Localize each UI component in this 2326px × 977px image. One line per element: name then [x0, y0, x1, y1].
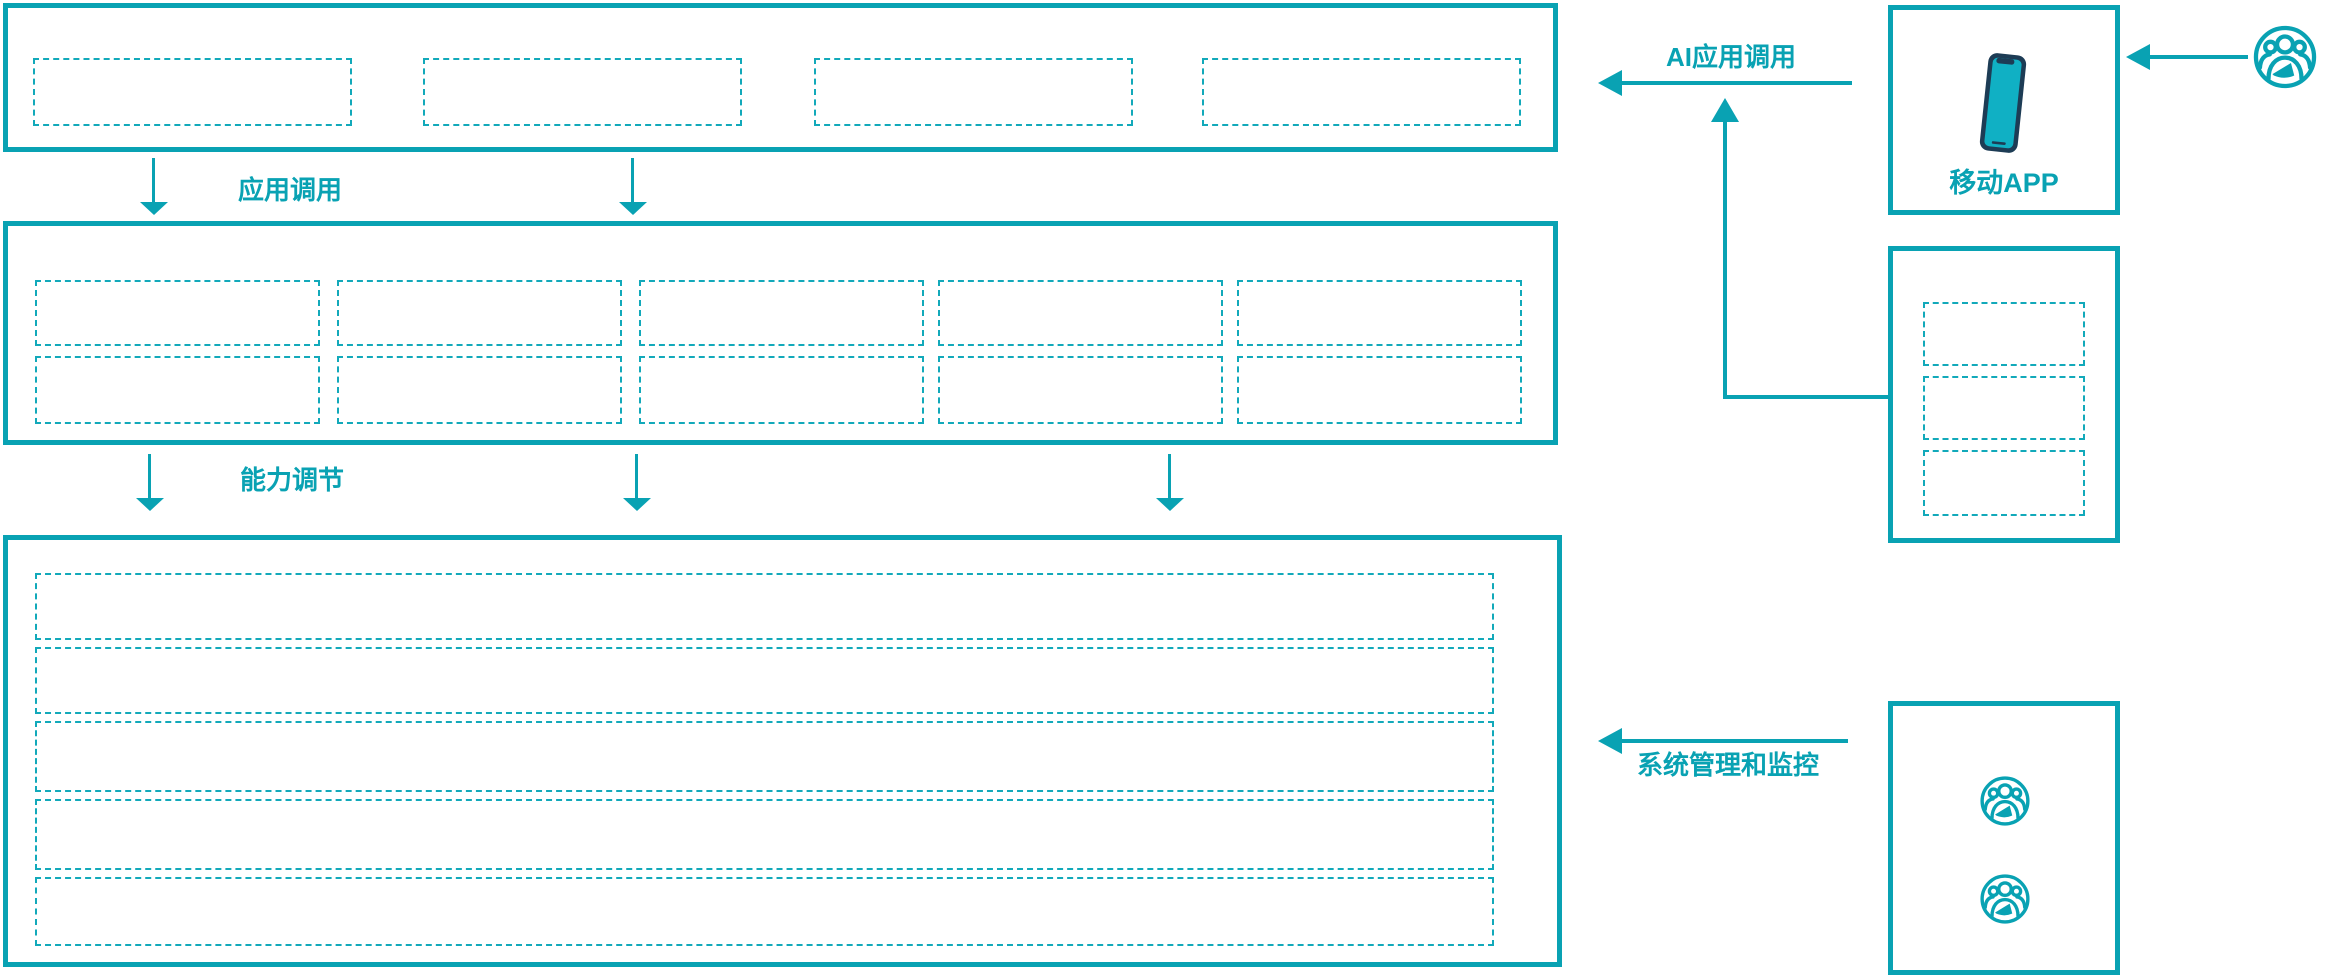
admin-monitor-box: [1888, 701, 2120, 975]
arrow-down-icon: [140, 202, 168, 215]
capability-arrow-line: [148, 454, 151, 498]
placeholder-row: [35, 877, 1494, 946]
users-group-icon: [2252, 24, 2318, 90]
ai-app-call-arrow-line: [1622, 81, 1852, 85]
placeholder-row: [35, 647, 1494, 714]
arrow-down-icon: [1156, 498, 1184, 511]
placeholder-box: [337, 356, 622, 424]
placeholder-box: [423, 58, 742, 126]
placeholder-row: [35, 721, 1494, 792]
users-group-icon: [1979, 873, 2031, 925]
placeholder-box: [639, 280, 924, 346]
capability-arrow-line: [1168, 454, 1171, 498]
placeholder-box: [1237, 280, 1522, 346]
smartphone-icon: [1972, 50, 2034, 156]
capability-arrow-line: [635, 454, 638, 498]
arrow-down-icon: [623, 498, 651, 511]
user-to-app-arrow-line: [2150, 55, 2248, 59]
placeholder-box: [1237, 356, 1522, 424]
ai-app-call-label: AI应用调用: [1665, 42, 1796, 72]
arrow-down-icon: [619, 202, 647, 215]
placeholder-box: [639, 356, 924, 424]
system-monitor-arrow-line: [1622, 739, 1848, 743]
arrow-left-icon: [1598, 70, 1622, 96]
placeholder-box: [1202, 58, 1521, 126]
app-call-arrow-line: [631, 158, 634, 202]
arrow-up-icon: [1711, 98, 1739, 122]
system-monitor-label: 系统管理和监控: [1636, 750, 1819, 780]
services-up-arrow-line: [1723, 122, 1727, 397]
app-call-label: 应用调用: [237, 175, 342, 205]
placeholder-box: [1923, 376, 2085, 440]
placeholder-box: [938, 280, 1223, 346]
placeholder-box: [35, 280, 320, 346]
placeholder-box: [337, 280, 622, 346]
capability-adjust-label: 能力调节: [239, 465, 344, 495]
placeholder-box: [814, 58, 1133, 126]
placeholder-box: [1923, 450, 2085, 516]
services-up-arrow-line: [1723, 395, 1888, 399]
placeholder-box: [1923, 302, 2085, 366]
app-call-arrow-line: [152, 158, 155, 202]
users-group-icon: [1979, 775, 2031, 827]
mobile-app-label: 移动APP: [1949, 168, 2059, 198]
arrow-left-icon: [1598, 728, 1622, 754]
arrow-left-icon: [2126, 44, 2150, 70]
arrow-down-icon: [136, 498, 164, 511]
placeholder-box: [33, 58, 352, 126]
placeholder-box: [35, 356, 320, 424]
placeholder-row: [35, 799, 1494, 870]
placeholder-row: [35, 573, 1494, 640]
placeholder-box: [938, 356, 1223, 424]
